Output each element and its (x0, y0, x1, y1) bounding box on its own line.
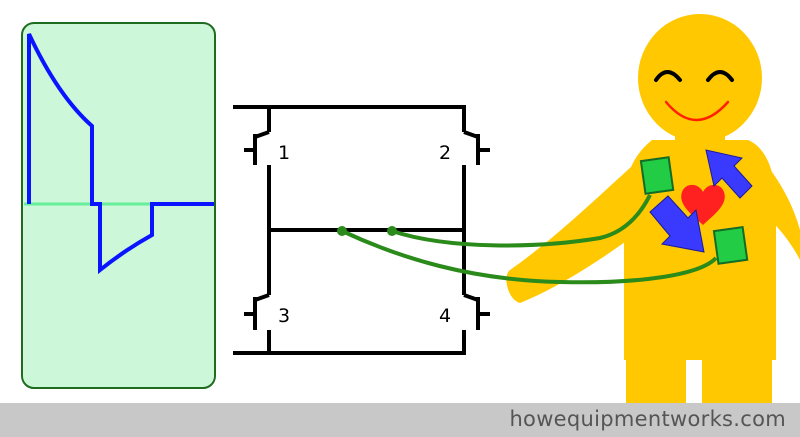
switch-2 (463, 130, 490, 165)
electrode-pad-upper (639, 156, 675, 195)
lead-junction-right (387, 226, 397, 236)
lead-wire-lower (341, 229, 718, 285)
biphasic-waveform (27, 33, 214, 275)
switch-label-2: 2 (439, 142, 451, 164)
electrode-pad-lower (712, 225, 749, 265)
current-flow-arrow-icon (649, 149, 753, 253)
right-eye (706, 70, 734, 82)
current-arrow-up (705, 149, 753, 199)
smile (664, 100, 730, 122)
h-bridge-circuit (233, 105, 466, 355)
left-arm (506, 150, 650, 303)
footer-bar: howequipmentworks.com (0, 403, 800, 437)
switch-3 (244, 293, 270, 330)
waveform-monitor (21, 22, 216, 389)
switch-label-4: 4 (439, 305, 451, 327)
left-eye (654, 70, 682, 82)
switch-label-3: 3 (278, 305, 290, 327)
head (638, 14, 762, 142)
switch-1 (244, 130, 270, 165)
smiling-face-icon (654, 70, 734, 122)
footer-site-link[interactable]: howequipmentworks.com (509, 407, 786, 431)
lead-wires (341, 194, 718, 285)
right-arm (740, 140, 800, 260)
lead-wire-upper (391, 194, 652, 248)
current-arrow-down (649, 195, 705, 253)
switch-label-1: 1 (278, 142, 290, 164)
lead-junction-left (337, 226, 347, 236)
switch-4 (463, 293, 490, 330)
